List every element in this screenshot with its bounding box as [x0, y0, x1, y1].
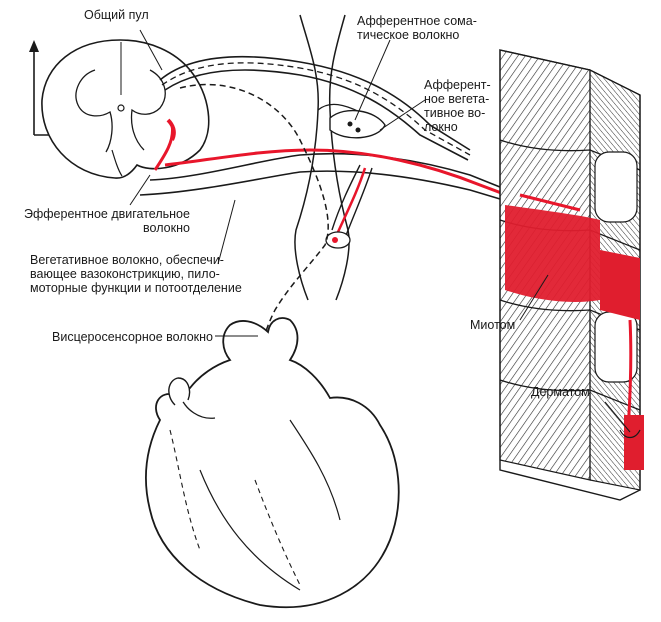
spinal-cord	[42, 40, 209, 178]
label-myotome: Миотом	[470, 318, 515, 332]
heart	[146, 318, 399, 607]
label-vegetative-fiber: Вегетативное волокно, обеспечи- вающее в…	[30, 253, 242, 295]
label-efferent-motor: Эфферентное двигательное волокно	[24, 207, 190, 235]
label-afferent-somatic: Афферентное сома- тическое волокно	[357, 14, 477, 42]
label-viscerosensory: Висцеросенсорное волокно	[52, 330, 213, 344]
label-dermatome: Дерматом	[531, 385, 590, 399]
label-common-pool: Общий пул	[84, 8, 149, 22]
label-afferent-vegetative: Афферент- ное вегета- тивное во- локно	[424, 78, 491, 134]
vertebra-outline	[295, 15, 360, 300]
